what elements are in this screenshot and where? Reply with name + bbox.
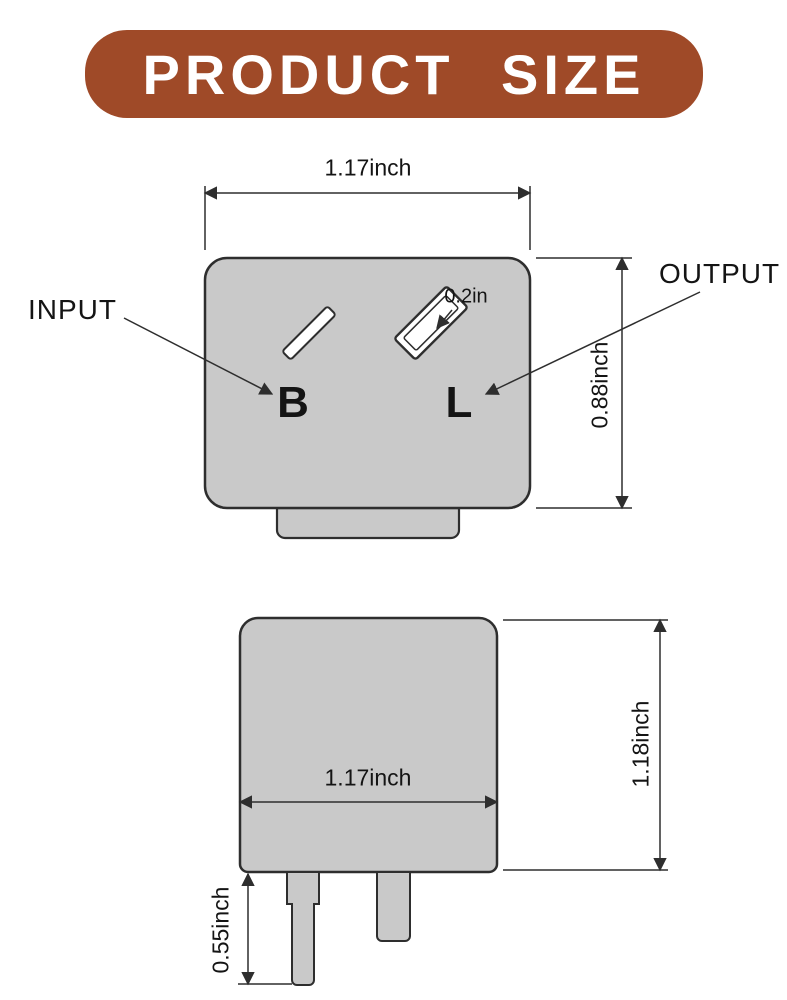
input-label: INPUT [28, 294, 117, 325]
pin-dim-label: 0.55inch [207, 886, 234, 974]
side-height-extension-lines [503, 619, 668, 871]
output-label: OUTPUT [659, 258, 781, 289]
top-width-extension-lines [204, 186, 531, 250]
top-height-dim-label: 0.88inch [586, 341, 613, 429]
page-title: PRODUCT SIZE [142, 42, 646, 106]
slot-dim-label: 0.2in [444, 285, 488, 308]
terminal-b-label: B [277, 378, 309, 427]
terminal-slot-l-inner [403, 295, 459, 351]
top-width-dim-label: 1.17inch [324, 154, 412, 181]
top-view-tab [275, 506, 461, 540]
right-pin [376, 871, 411, 942]
slot-dim-leader-line [436, 309, 453, 330]
left-pin [286, 871, 320, 986]
terminal-l-label: L [445, 378, 473, 427]
side-width-dim-label: 1.17inch [324, 764, 412, 791]
input-leader-line [123, 317, 274, 395]
output-leader-line [484, 291, 701, 395]
side-height-dim-label: 1.18inch [627, 700, 654, 788]
terminal-slot-b [282, 306, 336, 360]
top-height-extension-lines [536, 257, 632, 509]
terminal-slot-l [394, 286, 468, 360]
side-view-body [238, 616, 499, 874]
title-banner: PRODUCT SIZE [85, 30, 703, 118]
